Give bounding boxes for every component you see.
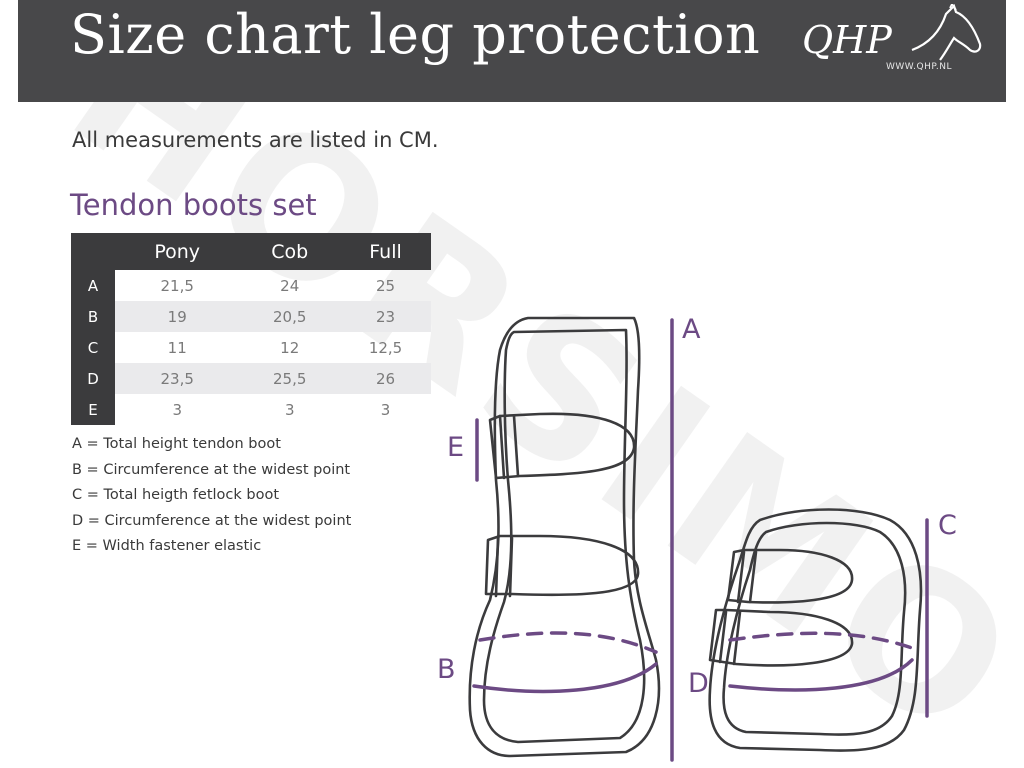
header-banner: Size chart leg protection QHP WWW.QHP.NL bbox=[18, 0, 1006, 102]
table-cell: 19 bbox=[115, 301, 240, 332]
legend-item: D = Circumference at the widest point bbox=[72, 512, 352, 529]
dimension-d-front bbox=[728, 658, 914, 692]
table-cell: 25 bbox=[375, 276, 396, 295]
row-label: B bbox=[71, 301, 115, 332]
logo-url: WWW.QHP.NL bbox=[886, 62, 953, 72]
dimension-e-label: E bbox=[447, 432, 465, 463]
dimension-c-label: C bbox=[938, 510, 957, 541]
fetlock-boot-illustration bbox=[708, 508, 923, 752]
dimension-b-back bbox=[478, 631, 658, 654]
measurement-legend: A = Total height tendon boot B = Circumf… bbox=[72, 432, 351, 560]
horse-head-icon bbox=[911, 4, 982, 61]
logo-text: QHP bbox=[802, 18, 892, 62]
measurement-lines bbox=[472, 318, 929, 762]
units-note: All measurements are listed in CM. bbox=[72, 128, 439, 152]
table-row: E 3 3 3 bbox=[71, 394, 431, 425]
table-cell: 20,5 bbox=[239, 301, 341, 332]
page-title: Size chart leg protection bbox=[70, 3, 761, 66]
legend-item: E = Width fastener elastic bbox=[72, 538, 262, 554]
table-row: A 21,5 24 25 bbox=[71, 270, 431, 301]
table-row: D 23,5 25,5 26 bbox=[71, 363, 431, 394]
table-cell: 12,5 bbox=[368, 338, 403, 357]
table-cell: 3 bbox=[380, 400, 391, 419]
row-label: C bbox=[71, 332, 115, 363]
table-header-row: Pony Cob Full bbox=[71, 233, 431, 270]
table-corner bbox=[71, 233, 115, 270]
column-header: Full bbox=[340, 233, 431, 270]
dimension-b-label: B bbox=[437, 654, 456, 685]
legend-item: C = Total heigth fetlock boot bbox=[72, 487, 280, 503]
dimension-d-back bbox=[728, 631, 914, 650]
table-cell: 21,5 bbox=[160, 276, 194, 295]
table-row: B 19 20,5 23 bbox=[71, 301, 431, 332]
table-cell: 23,5 bbox=[115, 363, 240, 394]
table-cell: 12 bbox=[280, 338, 300, 357]
table-cell: 3 bbox=[284, 400, 295, 419]
dimension-a-label: A bbox=[682, 314, 701, 345]
brand-logo: QHP WWW.QHP.NL bbox=[786, 4, 986, 94]
row-label: A bbox=[71, 270, 115, 301]
table-cell: 3 bbox=[172, 400, 182, 419]
size-table: Pony Cob Full A 21,5 24 25 B 19 20,5 23 … bbox=[71, 233, 431, 425]
table-cell: 23 bbox=[340, 301, 431, 332]
table-cell: 25,5 bbox=[239, 363, 341, 394]
dimension-b-front bbox=[472, 662, 658, 694]
section-title: Tendon boots set bbox=[70, 188, 317, 222]
table-row: C 11 12 12,5 bbox=[71, 332, 431, 363]
legend-item: A = Total height tendon boot bbox=[72, 436, 281, 452]
row-label: E bbox=[71, 394, 115, 425]
column-header: Pony bbox=[115, 233, 240, 270]
column-header: Cob bbox=[239, 233, 341, 270]
table-cell: 11 bbox=[167, 338, 187, 357]
legend-item: B = Circumference at the widest point bbox=[72, 461, 351, 478]
table-cell: 24 bbox=[280, 276, 300, 295]
tendon-boot-illustration bbox=[468, 316, 661, 758]
dimension-d-label: D bbox=[688, 668, 709, 699]
row-label: D bbox=[71, 363, 115, 394]
table-cell: 26 bbox=[340, 363, 431, 394]
